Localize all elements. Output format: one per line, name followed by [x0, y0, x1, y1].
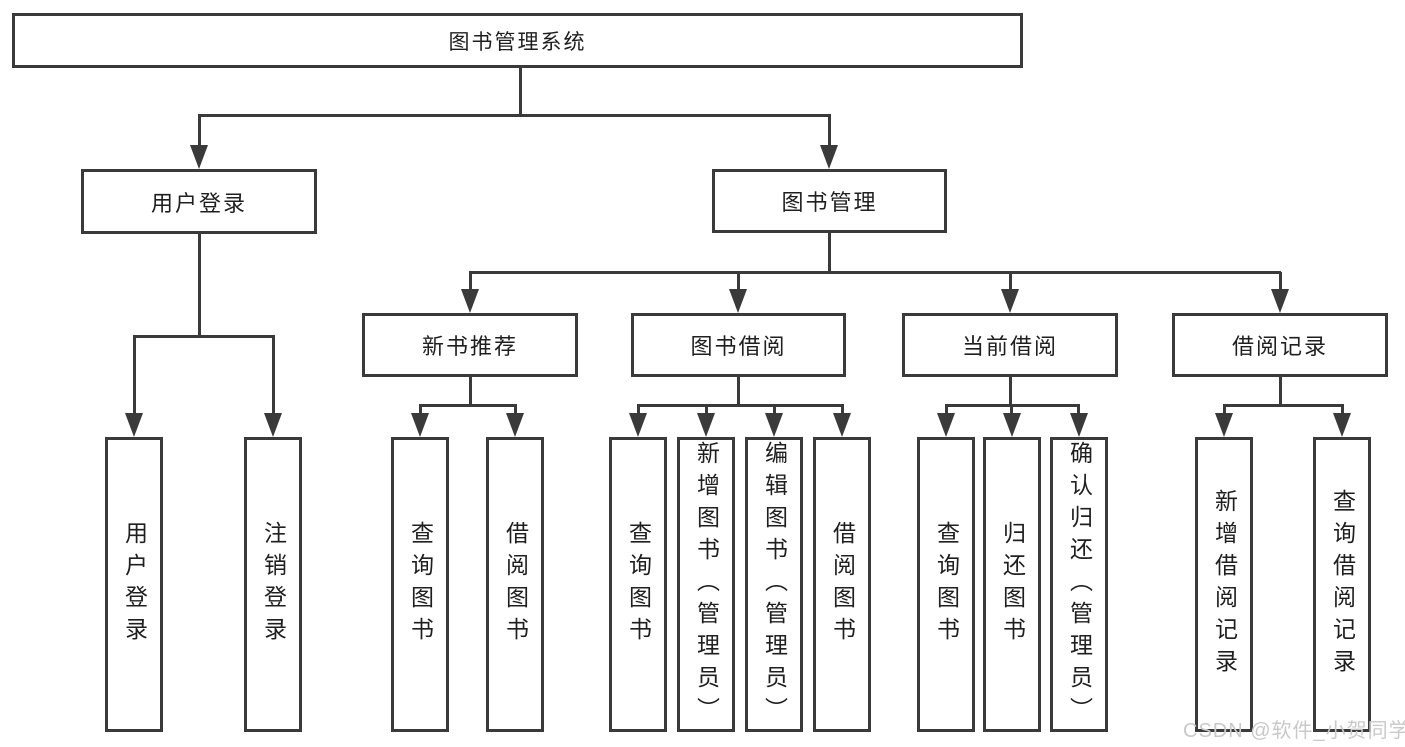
leaf-label: 查询借阅记录 [1329, 488, 1356, 681]
node-user-login: 用户登录 [81, 169, 317, 234]
connector-new-book-fork [419, 404, 517, 407]
connector-stem-book-borrow [737, 272, 740, 294]
leaf-return-books: 归还图书 [983, 437, 1041, 732]
node-new-book-recommend: 新书推荐 [362, 313, 578, 377]
arrowhead-leaf [125, 413, 143, 437]
connector-stem-leaf [1223, 404, 1226, 418]
arrowhead-leaf [1070, 413, 1088, 437]
connector-user-login-stem [198, 234, 201, 336]
leaf-label: 注销登录 [260, 520, 287, 649]
arrowhead-new-book [461, 289, 479, 313]
leaf-user-login: 用户登录 [105, 437, 163, 732]
leaf-label: 用户登录 [121, 520, 148, 649]
connector-stem-leaf [773, 404, 776, 418]
connector-stem-current-borrow [1009, 272, 1012, 294]
connector-stem-leaf [272, 336, 275, 418]
leaf-logout: 注销登录 [244, 437, 302, 732]
node-label: 当前借阅 [961, 334, 1058, 359]
connector-stem-book-mgmt [828, 115, 831, 150]
arrowhead-leaf [1003, 413, 1021, 437]
connector-stem-user-login [198, 115, 201, 150]
node-root-label: 图书管理系统 [448, 30, 587, 54]
node-current-borrowing: 当前借阅 [902, 313, 1118, 377]
arrowhead-leaf [1215, 413, 1233, 437]
leaf-borrow-books: 借阅图书 [813, 437, 871, 732]
leaf-add-books-admin: 新增图书（管理员） [677, 437, 735, 732]
leaf-label: 确认归还（管理员） [1066, 440, 1093, 729]
arrowhead-current-borrow [1001, 289, 1019, 313]
connector-level1-bar [198, 114, 831, 117]
arrowhead-leaf [411, 413, 429, 437]
node-root-system: 图书管理系统 [12, 13, 1023, 68]
connector-stem-leaf [1010, 404, 1013, 418]
node-borrowing-records: 借阅记录 [1172, 313, 1388, 377]
connector-stem-leaf [1077, 404, 1080, 418]
leaf-label: 新增借阅记录 [1211, 488, 1238, 681]
leaf-edit-books-admin: 编辑图书（管理员） [745, 437, 803, 732]
arrowhead-leaf [765, 413, 783, 437]
arrowhead-leaf [629, 413, 647, 437]
arrowhead-book-mgmt [820, 145, 838, 169]
leaf-add-borrow-record: 新增借阅记录 [1195, 437, 1253, 732]
node-label: 用户登录 [150, 190, 247, 216]
connector-stem-leaf [637, 404, 640, 418]
connector-stem-leaf [1341, 404, 1344, 418]
leaf-label: 归还图书 [999, 520, 1026, 649]
node-label: 新书推荐 [421, 334, 518, 359]
arrowhead-leaf [937, 413, 955, 437]
connector-book-mgmt-stem [828, 233, 831, 273]
connector-book-borrow-fork [637, 404, 844, 407]
connector-root-stem [519, 68, 522, 116]
leaf-query-borrow-record: 查询借阅记录 [1313, 437, 1371, 732]
connector-borrow-records-fork [1223, 404, 1343, 407]
connector-stem-leaf [419, 404, 422, 418]
connector-stem-borrow-records [1279, 272, 1282, 294]
leaf-label: 查询图书 [625, 520, 652, 649]
connector-stem-leaf [133, 336, 136, 418]
connector-stem-new-book [469, 272, 472, 294]
connector-stem-leaf [841, 404, 844, 418]
leaf-confirm-return-admin: 确认归还（管理员） [1050, 437, 1108, 732]
node-book-management: 图书管理 [712, 169, 947, 233]
connector-stem-leaf [514, 404, 517, 418]
arrowhead-leaf [833, 413, 851, 437]
leaf-label: 借阅图书 [502, 520, 529, 649]
connector-user-login-fork [133, 335, 275, 338]
leaf-label: 借阅图书 [829, 520, 856, 649]
connector-new-book-stem [469, 377, 472, 406]
leaf-borrow-books: 借阅图书 [486, 437, 544, 732]
arrowhead-leaf [697, 413, 715, 437]
node-label: 图书管理 [781, 190, 878, 215]
arrowhead-leaf [506, 413, 524, 437]
node-book-borrowing: 图书借阅 [631, 313, 846, 377]
csdn-watermark: CSDN @软件_小贺同学 [1183, 720, 1405, 742]
connector-level2-bar [469, 271, 1281, 274]
node-label: 图书借阅 [690, 334, 787, 359]
leaf-label: 查询图书 [933, 520, 960, 649]
connector-current-borrow-stem [1009, 377, 1012, 406]
connector-book-borrow-stem [737, 377, 740, 406]
arrowhead-user-login [190, 145, 208, 169]
leaf-label: 编辑图书（管理员） [761, 440, 788, 729]
arrowhead-leaf [264, 413, 282, 437]
leaf-label: 新增图书（管理员） [693, 440, 720, 729]
node-label: 借阅记录 [1231, 334, 1328, 359]
leaf-label: 查询图书 [407, 520, 434, 649]
arrowhead-borrow-records [1271, 289, 1289, 313]
leaf-query-books: 查询图书 [391, 437, 449, 732]
connector-stem-leaf [945, 404, 948, 418]
arrowhead-leaf [1333, 413, 1351, 437]
connector-stem-leaf [705, 404, 708, 418]
leaf-query-books: 查询图书 [917, 437, 975, 732]
leaf-query-books: 查询图书 [609, 437, 667, 732]
connector-borrow-records-stem [1279, 377, 1282, 406]
arrowhead-book-borrow [729, 289, 747, 313]
